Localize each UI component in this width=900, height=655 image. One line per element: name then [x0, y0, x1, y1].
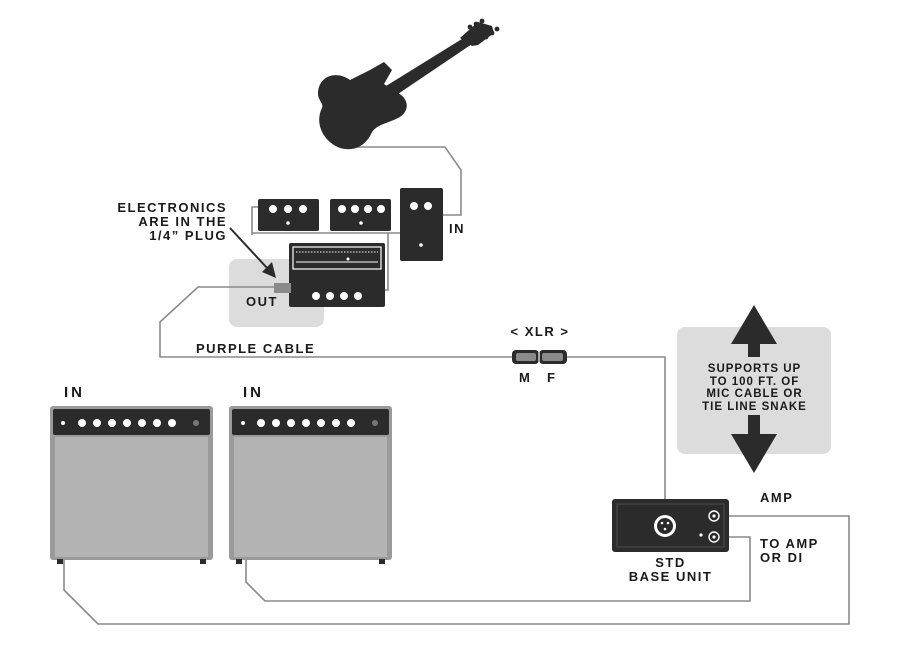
- xlr-female-label: F: [547, 370, 557, 385]
- guitar-icon: [318, 18, 500, 150]
- amp2-in-label: IN: [243, 384, 264, 401]
- amp1-in-label: IN: [64, 384, 85, 401]
- pointer-arrow-icon: [229, 227, 276, 278]
- tuner-out-label: OUT: [246, 294, 278, 309]
- amplifier-1: [50, 406, 213, 564]
- amplifier-2: [229, 406, 392, 564]
- purple-cable: [159, 286, 514, 358]
- xlr-connector: [512, 350, 567, 364]
- xlr-male-label: M: [519, 370, 532, 385]
- double-arrow-icon: [731, 305, 777, 473]
- amp-out-cable: [63, 423, 850, 625]
- electronics-note: ELECTRONICS ARE IN THE 1/4” PLUG: [117, 200, 227, 243]
- distance-highlight-box: [677, 327, 831, 454]
- guitar-cable: [345, 146, 462, 216]
- pedal-3: [400, 188, 443, 261]
- pedal-in-label: IN: [449, 221, 465, 236]
- pedal-1: [258, 199, 319, 231]
- xlr-to-base-cable: [566, 356, 666, 510]
- base-unit-label: STD BASE UNIT: [628, 555, 713, 584]
- base-unit: [612, 499, 729, 552]
- purple-cable-label: PURPLE CABLE: [196, 341, 316, 356]
- xlr-label: < XLR >: [510, 324, 570, 339]
- amp-out-label: AMP: [760, 490, 794, 505]
- tuner-pedal: [289, 243, 385, 307]
- quarter-inch-plug: [274, 283, 291, 293]
- supports-note: SUPPORTS UP TO 100 FT. OF MIC CABLE OR T…: [702, 363, 807, 413]
- pedal-2: [330, 199, 391, 231]
- to-amp-or-di-label: TO AMP OR DI: [760, 536, 819, 565]
